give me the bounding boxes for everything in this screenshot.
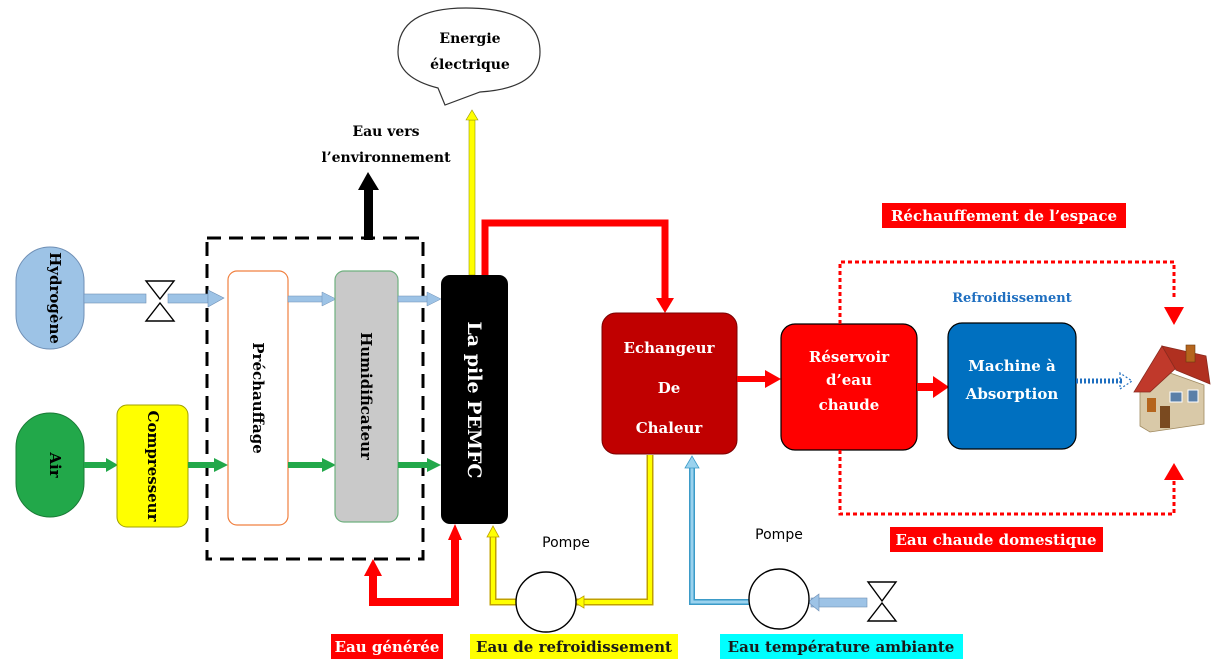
heat-exchanger-line1: Echangeur <box>624 339 716 357</box>
house-icon <box>1133 344 1211 433</box>
domestic-hot-water-tag: Eau chaude domestique <box>890 527 1103 552</box>
compressor: Compresseur <box>116 404 189 528</box>
preheat-to-humidifier-lines <box>287 291 337 472</box>
pump-2-label: Pompe <box>755 527 803 543</box>
hot-water-to-exchanger <box>481 219 674 313</box>
space-heating-label: Réchauffement de l’espace <box>891 207 1117 225</box>
tank-to-absorption-arrow <box>917 376 949 398</box>
air-line <box>84 458 118 472</box>
humidifier-label: Humidificateur <box>357 332 375 461</box>
tank-line1: Réservoir <box>809 348 890 366</box>
absorption-line2: Absorption <box>965 385 1059 403</box>
pemfc-label: La pile PEMFC <box>463 321 485 478</box>
generated-water-line <box>364 524 462 606</box>
cooling-arrow <box>1076 371 1134 391</box>
air-label: Air <box>46 451 64 478</box>
legend-cooling-water: Eau de refroidissement <box>470 634 678 659</box>
preheating-label: Préchauffage <box>249 342 267 453</box>
cooling-water-loop <box>486 455 654 609</box>
water-out-line1: Eau vers <box>352 124 419 140</box>
domestic-hot-water-line <box>838 450 1184 516</box>
air-line-2 <box>188 458 228 472</box>
legend-generated-water: Eau générée <box>331 634 443 659</box>
heat-exchanger-line2: De <box>658 379 681 397</box>
compressor-label: Compresseur <box>144 411 162 523</box>
space-heating-line <box>838 260 1184 325</box>
tank-line3: chaude <box>819 396 880 414</box>
pump-1-icon <box>515 571 577 633</box>
legend-cooling-water-label: Eau de refroidissement <box>476 638 672 656</box>
heat-exchanger-line3: Chaleur <box>636 419 704 437</box>
humidifier-unit: Humidificateur <box>334 270 399 523</box>
pemfc-stack: La pile PEMFC <box>441 275 508 524</box>
domestic-hot-water-label: Eau chaude domestique <box>895 531 1096 549</box>
preheating-unit: Préchauffage <box>227 270 289 526</box>
legend-generated-water-label: Eau générée <box>335 638 440 656</box>
cooling-label: Refroidissement <box>952 291 1072 306</box>
absorption-line1: Machine à <box>968 357 1056 375</box>
humidifier-to-cell-lines <box>397 291 442 472</box>
energy-bubble-line1: Energie <box>439 31 500 47</box>
exchanger-to-tank-arrow <box>737 370 781 388</box>
legend-ambient-water-label: Eau température ambiante <box>728 638 955 656</box>
ambient-valve-icon <box>866 581 898 622</box>
space-heating-tag: Réchauffement de l’espace <box>882 203 1126 228</box>
water-out-line2: l’environnement <box>321 150 451 166</box>
air-tank: Air <box>15 412 85 518</box>
ambient-water-loop <box>684 455 868 612</box>
hydrogen-valve-icon <box>144 280 176 322</box>
electric-energy-arrow <box>465 109 479 276</box>
energy-bubble-line2: électrique <box>430 57 510 73</box>
hot-water-tank: Réservoir d’eau chaude <box>780 323 918 451</box>
pump-1-label: Pompe <box>542 535 590 551</box>
pump-2-icon <box>748 568 810 630</box>
tank-line2: d’eau <box>826 371 872 389</box>
absorption-machine: Machine à Absorption <box>947 322 1077 450</box>
hydrogen-label: Hydrogène <box>46 252 64 344</box>
water-out-arrow <box>358 172 379 240</box>
preconditioning-dashed-box <box>205 236 425 561</box>
hydrogen-tank: Hydrogène <box>15 246 85 350</box>
legend-ambient-water: Eau température ambiante <box>720 634 963 659</box>
heat-exchanger: Echangeur De Chaleur <box>601 312 738 455</box>
hydrogen-line <box>83 289 225 308</box>
energy-bubble: Energie électrique <box>397 7 541 106</box>
